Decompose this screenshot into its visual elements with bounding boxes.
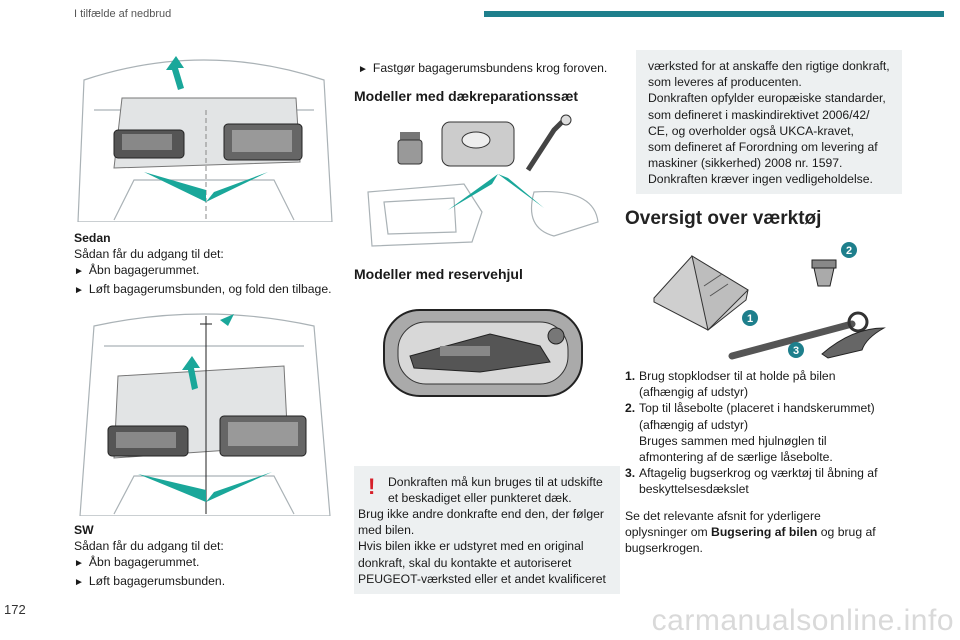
- tools-list-item: 2. Top til låsebolte (placeret i handske…: [625, 401, 875, 465]
- info-line: som defineret af Forordning om levering …: [648, 140, 878, 155]
- sw-step-1: ►Åbn bagagerummet.: [74, 555, 200, 570]
- spare-wheel-illustration: [383, 309, 583, 397]
- warning-line: Brug ikke andre donkrafte end den, der f…: [358, 507, 604, 521]
- sedan-title: Sedan: [74, 231, 111, 245]
- header-rule: [484, 11, 944, 17]
- section-title: I tilfælde af nedbrud: [74, 8, 172, 20]
- heading-repair-kit: Modeller med dækreparationssæt: [354, 88, 579, 104]
- warning-line: PEUGEOT-værksted eller et andet kvalific…: [358, 571, 606, 586]
- see-also-text: Se det relevante afsnit for yderligere o…: [625, 508, 876, 556]
- page-number: 172: [4, 602, 26, 617]
- tools-list-item: 3. Aftagelig bugserkrog og værktøj til å…: [625, 466, 878, 497]
- svg-text:1: 1: [747, 313, 753, 325]
- warning-line: Hvis bilen ikke er udstyret med en origi…: [358, 539, 584, 554]
- sedan-trunk-illustration: [77, 56, 333, 222]
- sedan-step-1: ►Åbn bagagerummet.: [74, 263, 200, 278]
- info-line: Donkraften kræver ingen vedligeholdelse.: [648, 172, 873, 187]
- callout-1: 1: [742, 310, 758, 326]
- tools-list: 1. Brug stopklodser til at holde på bile…: [625, 368, 915, 556]
- info-line: som leveres af producenten.: [648, 75, 802, 90]
- tools-illustration: 1 2 3: [653, 242, 886, 360]
- warning-icon: !: [368, 474, 376, 499]
- callout-2: 2: [841, 242, 857, 258]
- middle-step: ►Fastgør bagagerumsbundens krog foroven.: [358, 61, 608, 75]
- info-line: CE, og overholder også UKCA-kravet,: [648, 123, 854, 138]
- info-line: værksted for at anskaffe den rigtige don…: [648, 59, 890, 73]
- sw-intro: Sådan får du adgang til det:: [74, 539, 224, 554]
- info-line: som defineret i maskindirektivet 2006/42…: [648, 107, 870, 122]
- heading-spare-wheel: Modeller med reservehjul: [354, 266, 523, 282]
- watermark: carmanualsonline.info: [651, 604, 954, 637]
- tools-overview-heading: Oversigt over værktøj: [625, 208, 822, 229]
- warning-line: donkraft, skal du kontakte et autorisere…: [358, 555, 572, 570]
- sw-trunk-illustration: [79, 313, 331, 516]
- sedan-step-2: ►Løft bagagerumsbunden, og fold den tilb…: [74, 281, 332, 296]
- svg-text:2: 2: [846, 245, 852, 257]
- warning-box: ! Donkraften må kun bruges til at udskif…: [354, 466, 620, 594]
- warning-line: et beskadiget eller punkteret dæk.: [388, 491, 572, 506]
- towing-reference-link: Bugsering af bilen: [711, 524, 818, 539]
- warning-line: med bilen.: [358, 523, 415, 538]
- sw-step-2: ►Løft bagagerumsbunden.: [74, 573, 226, 588]
- repair-kit-illustration: [367, 114, 599, 247]
- tools-list-item: 1. Brug stopklodser til at holde på bile…: [625, 369, 836, 400]
- warning-line: Donkraften må kun bruges til at udskifte: [388, 475, 603, 489]
- sw-title: SW: [74, 523, 94, 537]
- callout-3: 3: [788, 342, 804, 358]
- info-box: værksted for at anskaffe den rigtige don…: [636, 50, 902, 194]
- sedan-intro: Sådan får du adgang til det:: [74, 247, 224, 262]
- info-line: Donkraften opfylder europæiske standarde…: [648, 91, 886, 106]
- info-line: maskiner (sikkerhed) 2008 nr. 1597.: [648, 156, 843, 171]
- svg-text:3: 3: [793, 345, 799, 357]
